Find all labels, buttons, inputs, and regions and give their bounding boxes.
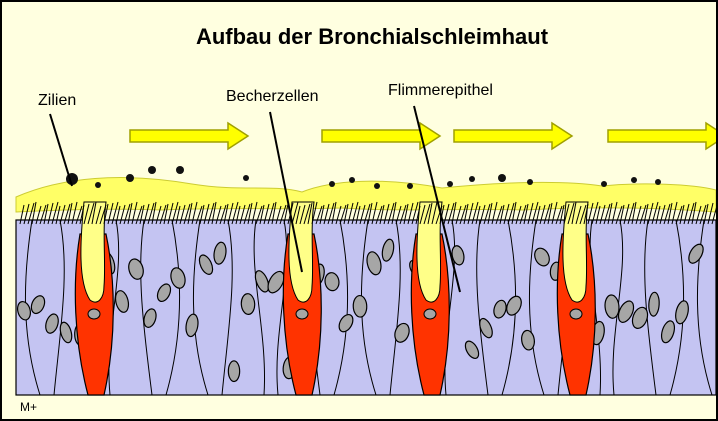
pointer-line-cilia — [50, 114, 72, 186]
dust-particle — [349, 177, 355, 183]
dust-particle — [447, 181, 453, 187]
dust-particle — [148, 166, 156, 174]
goblet-nucleus — [88, 309, 100, 319]
flow-arrow-icon — [608, 123, 716, 149]
diagram-title: Aufbau der Bronchialschleimhaut — [2, 24, 718, 50]
label-goblet-cells: Becherzellen — [226, 88, 319, 106]
goblet-nucleus — [296, 309, 308, 319]
dust-particle — [126, 174, 134, 182]
label-cilia: Zilien — [38, 92, 76, 110]
dust-particle — [407, 183, 413, 189]
dust-particle — [243, 175, 249, 181]
dust-particle — [631, 177, 637, 183]
dust-particle — [601, 181, 607, 187]
dust-particle — [469, 176, 475, 182]
cell-nucleus — [228, 361, 239, 382]
label-ciliated-epithelium: Flimmerepithel — [388, 82, 493, 100]
flow-arrow-icon — [454, 123, 572, 149]
goblet-secretion — [563, 202, 588, 302]
dust-particle — [176, 166, 184, 174]
dust-particle — [374, 183, 380, 189]
goblet-nucleus — [424, 309, 436, 319]
epithelial-cells — [16, 220, 716, 395]
flow-arrow-icon — [130, 123, 248, 149]
dust-particle — [498, 174, 506, 182]
dust-particle — [95, 182, 101, 188]
credit-text: M+ — [20, 400, 37, 414]
dust-particle — [329, 181, 335, 187]
goblet-nucleus — [570, 309, 582, 319]
dust-particle — [527, 179, 533, 185]
cell-nucleus — [353, 295, 367, 317]
dust-particle — [655, 179, 661, 185]
